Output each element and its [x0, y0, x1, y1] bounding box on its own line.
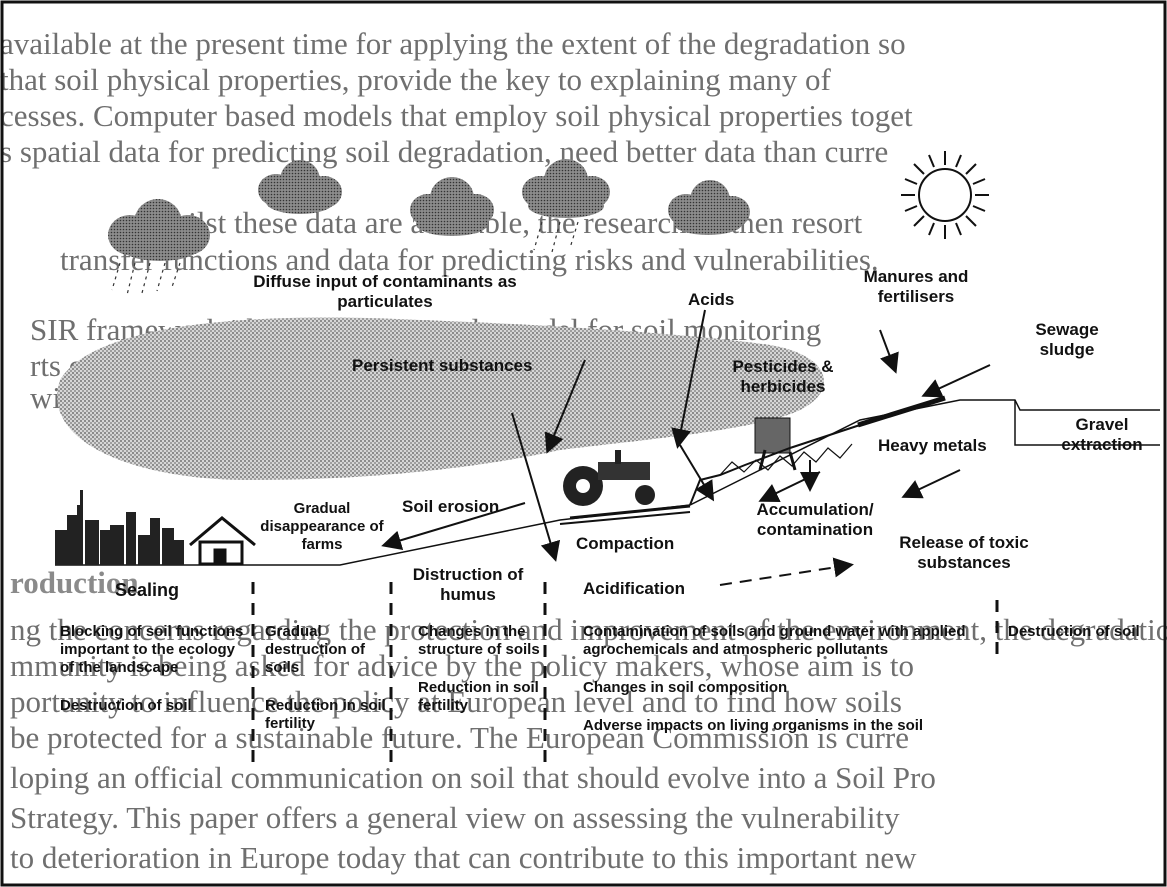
accumulation-label: Accumulation/ contamination — [756, 500, 874, 539]
acids-label: Acids — [688, 290, 735, 309]
acidification-arrow — [719, 557, 854, 586]
sprayer-icon — [689, 417, 861, 506]
sealing-impacts: Blocking of soil functions important to … — [60, 623, 252, 735]
contamination-impacts: Contamination of soils and ground water … — [583, 623, 983, 755]
gradual-farms-label: Gradual disappearance of farms — [260, 500, 384, 553]
gravel-label: Gravel extraction — [1061, 415, 1143, 454]
rain-cloud-icon — [108, 199, 210, 296]
impact-item: Blocking of soil functions important to … — [60, 623, 244, 676]
humus-label: Distruction of humus — [412, 565, 524, 604]
gravel-pit — [1014, 400, 1160, 446]
particulate-cloud — [57, 317, 824, 480]
sealing-label: Sealing — [115, 580, 180, 600]
impact-item: Contamination of soils and ground water … — [583, 623, 966, 658]
impact-item: Changes in soil composition — [583, 679, 788, 696]
bg-line: ng the concerns regarding the protection… — [10, 612, 1167, 647]
humus-impacts: Changes in the structure of soils Reduct… — [418, 623, 543, 735]
bg-line: that soil physical properties, provide t… — [0, 62, 831, 97]
city-skyline-icon — [55, 490, 184, 565]
heavy-metals-label: Heavy metals — [878, 436, 987, 455]
manures-label: Manures and fertilisers — [863, 267, 969, 306]
acidification-label: Acidification — [583, 579, 686, 598]
impact-item: Reduction in soil fertility — [265, 697, 386, 732]
impact-item: Adverse impacts on living organisms in t… — [583, 717, 924, 734]
impact-item: Destruction of soil — [1008, 623, 1140, 640]
column-dividers — [251, 582, 999, 770]
rain-cloud-icon — [410, 177, 494, 236]
sludge-deposit — [857, 395, 946, 428]
bg-heading: roduction — [10, 565, 139, 600]
bg-line: s spatial data for predicting soil degra… — [0, 134, 889, 169]
cloud-icon — [258, 160, 342, 214]
bg-line: mmunity is being asked for advice by the… — [10, 648, 914, 683]
erosion-impacts: Gradual destruction of soils Reduction i… — [265, 623, 387, 753]
pesticides-label: Pesticides & herbicides — [732, 357, 834, 396]
bg-line: cesses. Computer based models that emplo… — [0, 98, 913, 133]
sewage-label: Sewage sludge — [1035, 320, 1099, 359]
release-label: Release of toxic substances — [899, 533, 1029, 572]
bg-line: be protected for a sustainable future. T… — [10, 720, 910, 755]
impact-item: Reduction in soil fertility — [418, 679, 539, 714]
bg-line: to deterioration in Europe today that ca… — [10, 840, 917, 875]
bg-line: available at the present time for applyi… — [0, 26, 906, 61]
bg-line: Strategy. This paper offers a general vi… — [10, 800, 900, 835]
cloud-icon — [668, 180, 750, 235]
process-arrows — [381, 309, 991, 562]
release-impacts: Destruction of soil — [1008, 623, 1166, 641]
impact-item: Changes in the structure of soils — [418, 623, 540, 658]
ground-line — [55, 399, 1160, 566]
impact-item: Gradual destruction of soils — [265, 623, 365, 676]
soil-erosion-label: Soil erosion — [402, 497, 500, 516]
bg-line: loping an official communication on soil… — [10, 760, 936, 795]
persistent-label: Persistent substances — [352, 356, 533, 375]
bg-line: portunity to influence the policy at Eur… — [10, 684, 902, 719]
rain-cloud-icon — [522, 159, 610, 253]
farmhouse-icon — [189, 516, 256, 566]
compaction-label: Compaction — [576, 534, 675, 553]
sun-icon — [901, 151, 989, 239]
diffuse-input-label: Diffuse input of contaminants as particu… — [253, 272, 517, 311]
impact-item: Destruction of soil — [60, 697, 192, 714]
tractor-icon — [559, 450, 691, 525]
